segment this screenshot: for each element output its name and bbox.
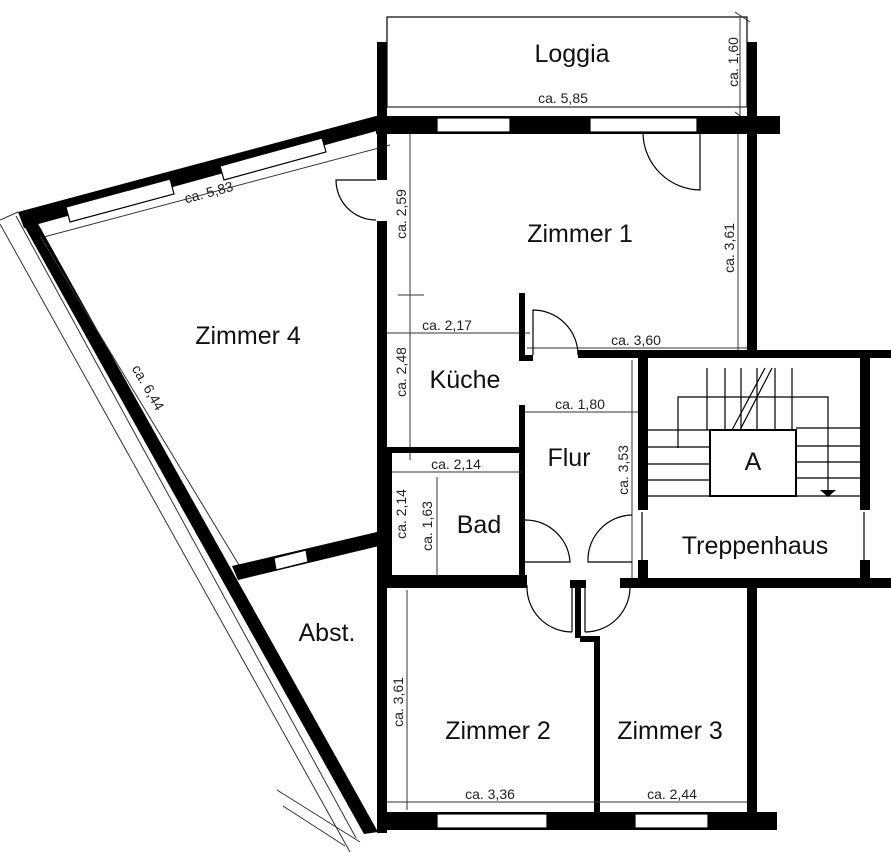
dim-flur-width: ca. 1,80: [555, 396, 605, 412]
room-label-zimmer-1: Zimmer 1: [527, 220, 633, 248]
bad: Bad ca. 2,14 ca. 2,14 ca. 1,63: [387, 451, 571, 583]
dim-zimmer2-width: ca. 3,36: [465, 786, 515, 802]
dim-flur-depth: ca. 3,53: [615, 445, 631, 495]
abstellraum: Abst.: [232, 532, 379, 647]
room-label-treppenhaus: Treppenhaus: [682, 532, 828, 560]
top-wall: [376, 116, 780, 134]
dim-zimmer1-right: ca. 3,61: [721, 223, 737, 273]
loggia: Loggia ca. 5,85 ca. 1,60: [377, 11, 757, 123]
treppenhaus: A Treppenhaus: [620, 358, 891, 588]
dim-zimmer1-left: ca. 2,59: [393, 189, 409, 239]
dim-zimmer2-depth: ca. 3,61: [390, 677, 406, 727]
entrance-doors: [526, 580, 631, 638]
dim-zimmer3-width: ca. 2,44: [647, 786, 697, 802]
room-label-abst: Abst.: [299, 619, 356, 647]
room-label-zimmer-4: Zimmer 4: [195, 322, 301, 350]
zimmer-1: Zimmer 1 ca. 2,59 ca. 3,61 ca. 3,60: [387, 130, 891, 460]
dim-bad-width: ca. 2,14: [431, 456, 481, 472]
dim-zimmer4-top: ca. 5,83: [183, 178, 235, 206]
stair-marker: A: [745, 448, 762, 476]
dim-zimmer1-bottom: ca. 3,60: [611, 332, 661, 348]
zimmer-2: Zimmer 2 ca. 3,61 ca. 3,36: [377, 578, 777, 830]
room-label-zimmer-2: Zimmer 2: [445, 717, 551, 745]
zimmer-4: Zimmer 4 ca. 5,83 ca. 6,44: [0, 116, 391, 852]
corner-lines: [0, 211, 361, 847]
room-label-bad: Bad: [457, 511, 501, 539]
kueche: Küche ca. 2,17 ca. 2,48: [387, 317, 525, 575]
door-zimmer-4: [335, 179, 377, 221]
dim-loggia-width: ca. 5,85: [538, 90, 588, 106]
zimmer-3: Zimmer 3 ca. 2,44: [600, 588, 757, 812]
dim-loggia-depth: ca. 1,60: [725, 37, 741, 87]
flur: Flur ca. 1,80 ca. 3,53: [525, 360, 640, 580]
room-label-flur: Flur: [547, 444, 590, 472]
room-label-kueche: Küche: [430, 366, 501, 394]
room-label-loggia: Loggia: [534, 40, 609, 68]
dim-bad-depth-outer: ca. 2,14: [393, 489, 409, 539]
room-label-zimmer-3: Zimmer 3: [617, 717, 723, 745]
dim-bad-depth-inner: ca. 1,63: [419, 501, 435, 551]
dim-kueche-width: ca. 2,17: [422, 317, 472, 333]
dim-kueche-depth: ca. 2,48: [393, 347, 409, 397]
